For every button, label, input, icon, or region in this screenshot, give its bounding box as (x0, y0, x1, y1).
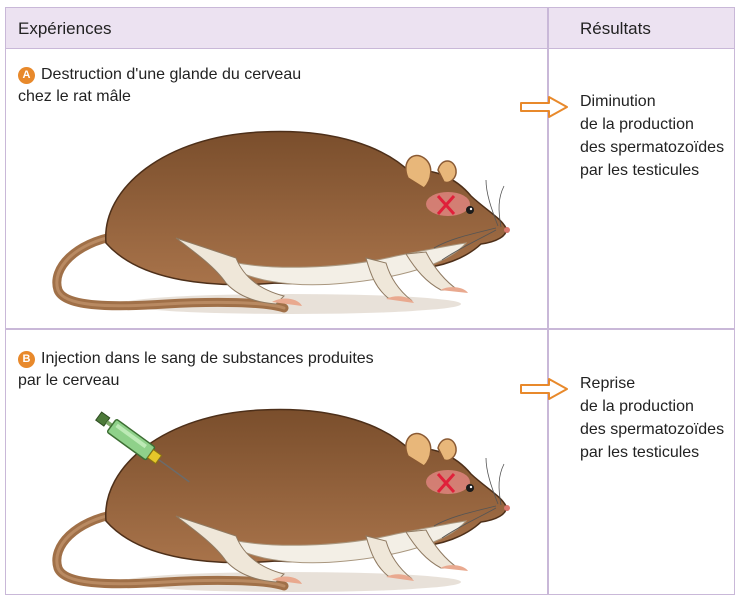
table-header: Expériences Résultats (6, 8, 734, 49)
syringe-icon (84, 404, 204, 494)
result-b-line2: de la production (580, 395, 724, 418)
result-a-line4: par les testicules (580, 159, 724, 182)
result-b: Reprise de la production des spermatozoï… (580, 372, 724, 464)
badge-a: A (18, 67, 35, 84)
header-resultats: Résultats (580, 19, 651, 39)
experiment-a-line1: Destruction d'une glande du cerveau (41, 66, 301, 83)
badge-b: B (18, 351, 35, 368)
result-a-line1: Diminution (580, 90, 724, 113)
result-a-line3: des spermatozoïdes (580, 136, 724, 159)
experiment-a-label: A Destruction d'une glande du cerveau che… (18, 64, 301, 108)
experiment-table: Expériences Résultats A Destruction d'une… (5, 7, 735, 595)
experiment-a-line2: chez le rat mâle (18, 88, 131, 105)
result-b-line3: des spermatozoïdes (580, 418, 724, 441)
result-b-line4: par les testicules (580, 441, 724, 464)
experiment-b-line2: par le cerveau (18, 372, 119, 389)
result-b-line1: Reprise (580, 372, 724, 395)
header-experiences: Expériences (18, 19, 112, 39)
result-a: Diminution de la production des spermato… (580, 90, 724, 182)
result-a-line2: de la production (580, 113, 724, 136)
arrow-right-icon (519, 378, 569, 400)
row-divider (6, 328, 734, 330)
experiment-b-line1: Injection dans le sang de substances pro… (41, 350, 374, 367)
rat-a-illustration (46, 118, 516, 323)
experiment-b-label: B Injection dans le sang de substances pr… (18, 348, 374, 392)
arrow-right-icon (519, 96, 569, 118)
